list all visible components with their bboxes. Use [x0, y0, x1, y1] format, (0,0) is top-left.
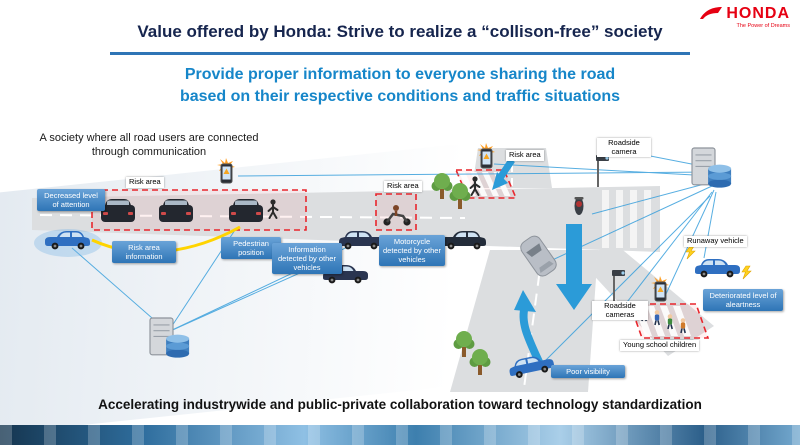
- honda-brand-text: HONDA: [726, 5, 790, 22]
- honda-wing-icon: [700, 7, 723, 19]
- phone-alert-left-icon: [216, 157, 236, 184]
- runaway-car: [695, 259, 740, 278]
- tag-roadside-cameras: Roadside cameras: [592, 301, 648, 321]
- intro-line1: A society where all road users are conne…: [39, 132, 259, 144]
- tag-roadside-camera: Roadside camera: [597, 138, 651, 158]
- callout-information-detected: Information detected by other vehicles: [272, 243, 342, 274]
- bottom-decoration-bar: [0, 425, 800, 445]
- callout-motorcycle-detected: Motorcycle detected by other vehicles: [379, 235, 445, 266]
- lightning-bolt-icon: [741, 265, 752, 280]
- subtitle-line2: based on their respective conditions and…: [179, 87, 621, 105]
- tag-risk-area-top: Risk area: [506, 150, 544, 161]
- arrow-top-head: [492, 172, 508, 190]
- intro-text: A society where all road users are conne…: [14, 131, 284, 160]
- car-rear-2: [159, 199, 193, 222]
- subtitle-line1: Provide proper information to everyone s…: [184, 66, 616, 83]
- honda-logo: HONDA The Power of Dreams: [699, 6, 790, 29]
- callout-decreased-attention: Decreased level of attention: [37, 189, 105, 211]
- server-left-icon: [149, 317, 190, 359]
- arrow-down: [556, 224, 592, 310]
- honda-logo-text: HONDA The Power of Dreams: [726, 5, 791, 30]
- crosswalk-stripes: [602, 190, 651, 248]
- car-rear-3: [229, 199, 263, 222]
- honda-tagline: The Power of Dreams: [736, 23, 791, 29]
- intro-line2: through communication: [91, 146, 207, 159]
- title-underline: [110, 52, 690, 55]
- slide-title: Value offered by Honda: Strive to realiz…: [137, 22, 663, 41]
- callout-risk-area-information: Risk area information: [112, 241, 176, 263]
- callout-deteriorated-alertness: Deteriorated level of aleartness: [703, 289, 783, 311]
- server-right-icon: [691, 147, 732, 189]
- tag-young-school-children: Young school children: [620, 340, 700, 351]
- arrow-curve-head: [514, 290, 536, 312]
- roadside-camera-icon: [595, 154, 610, 188]
- car-rear-1: [101, 199, 135, 222]
- tag-risk-area-mid: Risk area: [384, 181, 422, 192]
- tag-runaway-vehicle: Runaway vehicle: [684, 236, 747, 247]
- slide-subtitle: Provide proper information to everyone s…: [0, 64, 800, 107]
- callout-pedestrian-position: Pedestrian position: [221, 237, 281, 259]
- rider-in-intersection: [574, 197, 584, 215]
- footer-statement: Accelerating industrywide and public-pri…: [98, 397, 702, 412]
- vehicles-and-props: [45, 142, 752, 380]
- lane-line: [523, 253, 543, 389]
- motorcycle: [383, 205, 411, 226]
- arrow-top: [497, 158, 515, 180]
- callout-poor-visibility: Poor visibility: [551, 365, 625, 378]
- tag-risk-area-left: Risk area: [126, 177, 164, 188]
